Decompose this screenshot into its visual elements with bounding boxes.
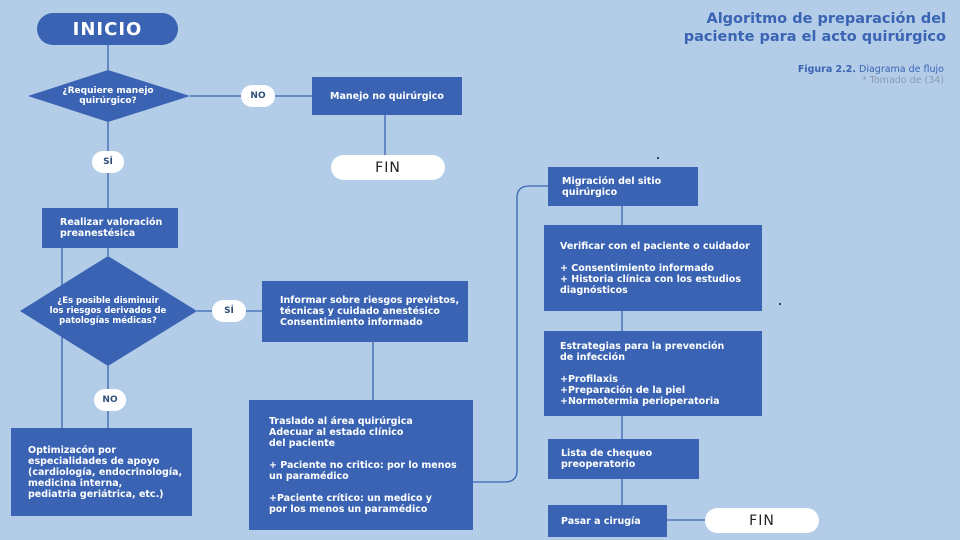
lista-node: Lista de chequeo preoperatorio	[548, 439, 699, 479]
no-label-1: NO	[241, 85, 275, 107]
stray-dot	[779, 303, 781, 305]
informar-node: Informar sobre riesgos previstos, técnic…	[262, 281, 468, 342]
valoracion-node: Realizar valoración preanestésica	[42, 208, 178, 248]
migracion-node: Migración del sitio quirúrgico	[548, 167, 698, 206]
decision-label-2: ¿Es posible disminuir los riesgos deriva…	[49, 296, 167, 326]
figure-text: Diagrama de flujo	[859, 64, 944, 75]
figure-label: Figura 2.2.	[797, 64, 856, 75]
traslado-node: Traslado al área quirúrgica Adecuar al e…	[249, 400, 473, 530]
decision-diamond-2	[20, 256, 197, 366]
estrategias-node: Estrategias para la prevención de infecc…	[544, 331, 762, 416]
figure-source: * Tomado de (34)	[861, 75, 944, 86]
manejo-node: Manejo no quirúrgico	[312, 77, 462, 115]
verificar-node: Verificar con el paciente o cuidador + C…	[544, 225, 762, 311]
fin-terminal-2: FIN	[705, 508, 819, 533]
stray-dot	[657, 157, 659, 159]
decision-diamond-1	[28, 70, 190, 122]
diagram-title: Algoritmo de preparación del paciente pa…	[683, 11, 946, 45]
no-label-2: NO	[94, 389, 126, 411]
si-label-1: SÍ	[92, 151, 124, 173]
decision-label-1: ¿Requiere manejo quirúrgico?	[62, 86, 154, 106]
si-label-2: SÍ	[212, 300, 246, 322]
start-node: INICIO	[37, 13, 178, 45]
fin-terminal-1: FIN	[331, 155, 445, 180]
pasar-node: Pasar a cirugía	[548, 505, 667, 537]
optimizacion-node: Optimizacón por especialidades de apoyo …	[11, 428, 192, 516]
figure-caption: Figura 2.2. Diagrama de flujo * Tomado d…	[694, 64, 944, 86]
